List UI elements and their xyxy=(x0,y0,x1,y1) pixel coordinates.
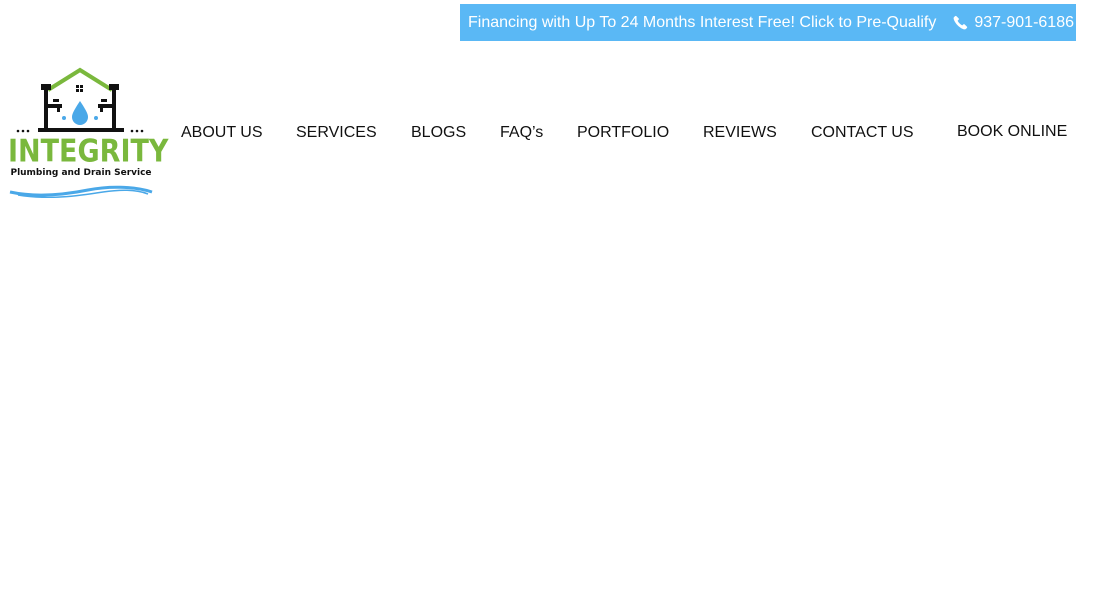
book-online-button[interactable]: BOOK ONLINE xyxy=(957,123,1068,140)
financing-promo-banner[interactable]: Financing with Up To 24 Months Interest … xyxy=(460,4,1076,41)
nav-about-us[interactable]: ABOUT US xyxy=(181,124,263,141)
phone-link[interactable]: 937-901-6186 xyxy=(953,14,1074,32)
house-faucet-icon xyxy=(16,67,144,133)
logo-wordmark: INTEGRITY xyxy=(8,134,169,170)
phone-number[interactable]: 937-901-6186 xyxy=(974,13,1074,31)
nav-blogs[interactable]: BLOGS xyxy=(411,124,467,141)
company-logo[interactable]: INTEGRITY Plumbing and Drain Service xyxy=(8,66,169,200)
nav-reviews[interactable]: REVIEWS xyxy=(703,124,777,141)
phone-icon xyxy=(953,15,968,30)
financing-promo-text[interactable]: Financing with Up To 24 Months Interest … xyxy=(468,13,937,31)
nav-portfolio[interactable]: PORTFOLIO xyxy=(577,124,670,141)
nav-faqs[interactable]: FAQ’s xyxy=(500,124,544,141)
logo-tagline: Plumbing and Drain Service xyxy=(10,168,152,178)
nav-contact-us[interactable]: CONTACT US xyxy=(811,124,914,141)
wave-icon xyxy=(9,185,153,198)
nav-services[interactable]: SERVICES xyxy=(296,124,377,141)
